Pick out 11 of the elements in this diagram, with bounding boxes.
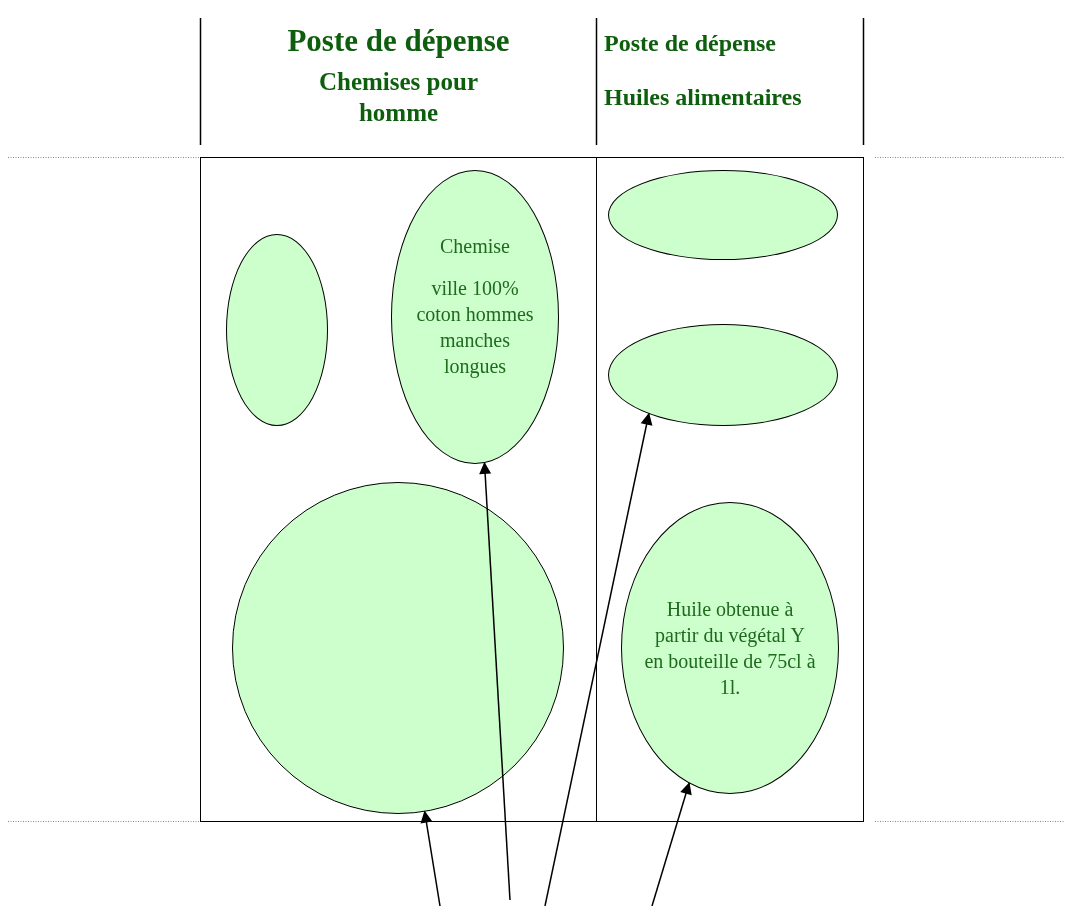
arrow (651, 782, 692, 906)
arrow (479, 461, 511, 901)
column-heading: Poste de dépense (604, 30, 777, 57)
item-description: Huile obtenue à partir du végétal Y en bouteille de 75cl à 1l. (644, 597, 816, 700)
column-subheading: Chemises pour homme (317, 67, 479, 129)
item-description: ville 100% coton hommes manches longues (415, 276, 535, 379)
item-heading: Chemise (440, 234, 510, 259)
column-subheading: Huiles alimentaires (604, 84, 803, 111)
arrow (420, 810, 441, 906)
column-heading: Poste de dépense (286, 22, 511, 60)
arrow (544, 412, 653, 906)
